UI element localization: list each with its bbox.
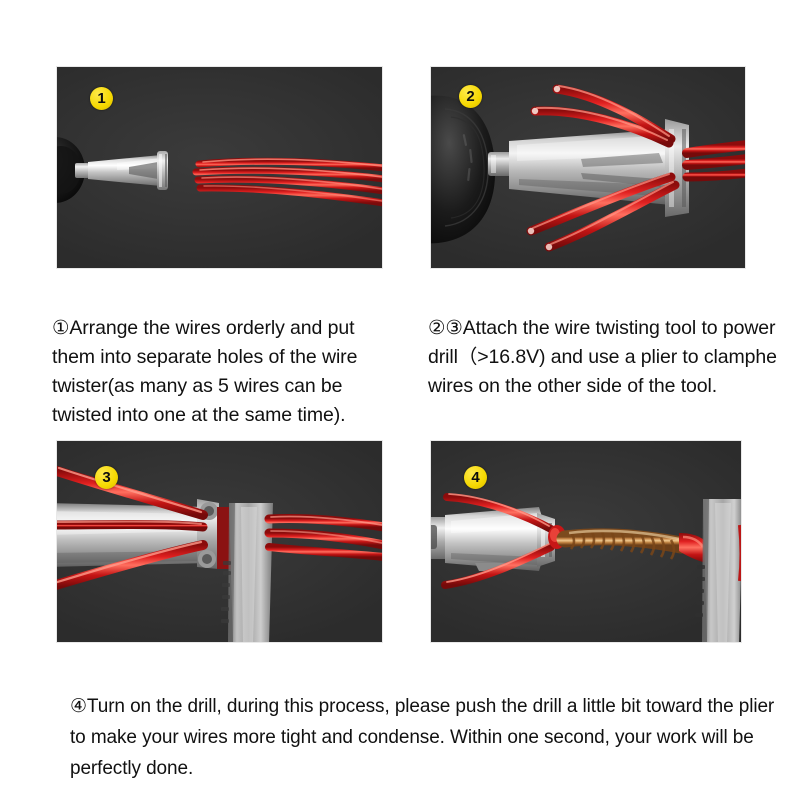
wire-through-barrel — [57, 520, 208, 532]
wire-right-2 — [264, 528, 382, 550]
tool-shank — [488, 152, 512, 176]
tool-inner-slot — [129, 162, 158, 179]
wire-exit-1 — [682, 140, 745, 158]
plier-jaw-highlight — [715, 503, 731, 642]
wire-lower-left — [57, 540, 208, 590]
tool-cylinder-body — [509, 129, 671, 205]
wire-right-3 — [265, 543, 382, 561]
plier-jaw-highlight — [241, 507, 257, 642]
panel-2-illustration — [431, 84, 745, 252]
tool-slot-upper — [581, 153, 663, 167]
panel-4-illustration — [431, 493, 741, 642]
copper-highlight — [568, 529, 680, 541]
twisted-copper-strand — [556, 528, 690, 560]
step-badge-1: 1 — [90, 87, 113, 110]
step-2-3-caption: ②③Attach the wire twisting tool to power… — [428, 316, 777, 397]
step-2-image-panel: 2 — [430, 66, 746, 269]
red-wires — [57, 466, 382, 590]
red-wires-splayed — [526, 84, 745, 252]
plier-serrations — [695, 565, 705, 617]
drill-embossed-text — [462, 134, 473, 181]
panel-1-illustration — [57, 137, 382, 207]
red-wire-bundle — [192, 157, 382, 207]
wire-upper-1 — [530, 106, 674, 148]
tool-cone-body — [445, 507, 545, 571]
step-4-caption: ④Turn on the drill, during this process,… — [70, 696, 775, 779]
wire-upper-2 — [552, 84, 676, 144]
plier-serrations — [221, 561, 231, 623]
step-4-image-panel: 4 — [430, 440, 742, 643]
panel-3-illustration — [57, 466, 382, 642]
wire-exit-2 — [682, 154, 745, 170]
step-badge-3: 3 — [95, 466, 118, 489]
wire-lower-2 — [544, 180, 680, 252]
step-1-image-panel: 1 — [56, 66, 383, 269]
wire-bundle-right — [679, 533, 709, 563]
red-wires-splayed — [441, 493, 555, 589]
wire-cut-end-2 — [553, 85, 561, 93]
drill-body — [431, 95, 496, 244]
wire-splay-upper — [443, 493, 555, 533]
step-3-image-panel: 3 — [56, 440, 383, 643]
wire-lower-1 — [526, 172, 676, 236]
step-1-caption: ①Arrange the wires orderly and put them … — [52, 316, 358, 426]
tool-rear-hole — [431, 525, 437, 549]
wire-upper-left — [57, 466, 208, 520]
step-badge-2: 2 — [459, 85, 482, 108]
wire-right-1 — [264, 513, 382, 532]
wire-exit-3 — [682, 168, 745, 182]
wire-cut-end-1 — [531, 107, 539, 115]
step-badge-4: 4 — [464, 466, 487, 489]
funnel-tool-body — [88, 155, 161, 186]
wire-far-right — [738, 524, 741, 582]
wire-cut-end-3 — [527, 227, 535, 235]
tool-shank — [75, 163, 89, 178]
wire-splay-lower — [441, 543, 555, 589]
wire-cut-end-4 — [545, 243, 553, 251]
